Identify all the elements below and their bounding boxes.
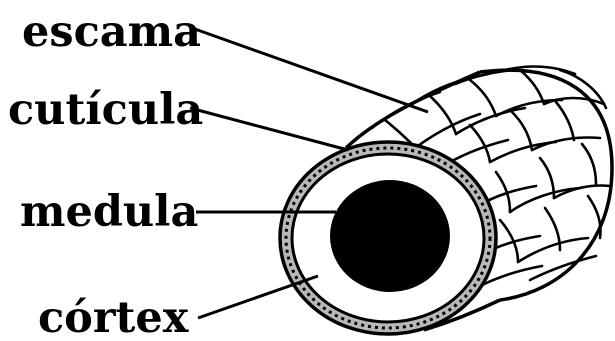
medulla-core (330, 180, 450, 292)
label-cortex: córtex (38, 293, 189, 341)
cross-section (280, 142, 496, 334)
escama-pointer (192, 28, 428, 112)
label-escama: escama (22, 7, 201, 57)
label-medula: medula (20, 187, 198, 237)
cortex-pointer (198, 276, 318, 318)
label-cuticula: cutícula (8, 85, 203, 135)
cuticula-pointer (190, 108, 348, 150)
